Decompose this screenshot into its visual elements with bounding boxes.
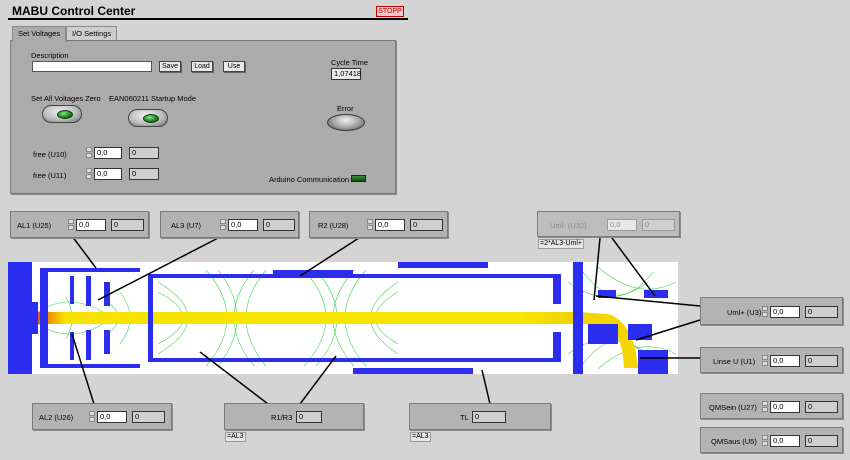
startup-led-icon — [143, 114, 159, 123]
al2-control-box: AL2 (U26) 0,0 0 — [32, 403, 172, 430]
load-button[interactable]: Load — [191, 61, 213, 72]
deflected-beam — [578, 312, 638, 368]
al1-control-box: AL1 (U25) 0,0 0 — [10, 211, 149, 238]
linse-input[interactable]: 0,0 — [770, 355, 800, 367]
tl-control-box: TL 0 — [409, 403, 551, 430]
al2-control: 0,0 0 — [88, 411, 168, 423]
spinner-icon[interactable] — [761, 306, 769, 318]
free-u10-readout: 0 — [129, 147, 159, 159]
description-input[interactable] — [32, 61, 152, 72]
uml-minus-control: 0,0 0 — [598, 219, 678, 231]
al1-control: 0,0 0 — [67, 219, 147, 231]
stop-button[interactable]: STOPP — [376, 6, 404, 17]
al2-input[interactable]: 0,0 — [97, 411, 127, 423]
linse-label: Linse U (U1) — [713, 357, 756, 366]
startup-toggle[interactable] — [128, 109, 168, 127]
r2-control-box: R2 (U28) 0,0 0 — [309, 211, 448, 238]
save-button[interactable]: Save — [159, 61, 181, 72]
spinner-icon[interactable] — [67, 219, 75, 231]
free-u10-input[interactable]: 0,0 — [94, 147, 122, 159]
tl-label: TL — [460, 413, 469, 422]
startup-label: EAN060211 Startup Mode — [109, 94, 197, 103]
spinner-icon[interactable] — [366, 219, 374, 231]
r2-input[interactable]: 0,0 — [375, 219, 405, 231]
r1r3-label: R1/R3 — [271, 413, 293, 422]
qmsein-label: QMSein (U27) — [709, 403, 757, 412]
r2-control: 0,0 0 — [366, 219, 446, 231]
al1-label: AL1 (U25) — [17, 221, 52, 230]
ion-beam — [8, 312, 578, 324]
uml-plus-readout: 0 — [805, 306, 838, 318]
r1r3-control-box: R1/R3 0 — [224, 403, 364, 430]
uml-minus-formula: =2*AL3-Uml+ — [538, 239, 585, 249]
qmsaus-input[interactable]: 0,0 — [770, 435, 800, 447]
al1-input[interactable]: 0,0 — [76, 219, 106, 231]
spinner-icon[interactable] — [88, 411, 96, 423]
qmsaus-label: QMSaus (U5) — [711, 437, 757, 446]
spinner-icon[interactable] — [761, 435, 769, 447]
zero-toggle[interactable] — [42, 105, 82, 123]
spinner-icon[interactable] — [85, 147, 93, 159]
zero-label: Set All Voltages Zero — [31, 94, 101, 103]
qmsein-control: 0,0 0 — [761, 401, 841, 413]
free-u10-control: 0,0 0 — [85, 147, 160, 159]
al3-control-box: AL3 (U7) 0,0 0 — [160, 211, 299, 238]
linse-control: 0,0 0 — [761, 355, 841, 367]
linse-control-box: Linse U (U1) 0,0 0 — [700, 347, 843, 373]
zero-led-icon — [57, 110, 73, 119]
cycle-time-label: Cycle Time — [331, 58, 369, 67]
qmsaus-readout: 0 — [805, 435, 838, 447]
tab-set-voltages[interactable]: Set Voltages — [12, 26, 67, 42]
al3-readout: 0 — [263, 219, 295, 231]
al3-label: AL3 (U7) — [171, 221, 202, 230]
uml-plus-label: Uml+ (U3) — [727, 308, 762, 317]
al3-control: 0,0 0 — [219, 219, 297, 231]
al2-label: AL2 (U26) — [39, 413, 74, 422]
spinner-icon[interactable] — [761, 355, 769, 367]
free-u11-control: 0,0 0 — [85, 168, 160, 180]
arduino-label: Arduino Communication — [269, 175, 350, 184]
free-u11-input[interactable]: 0,0 — [94, 168, 122, 180]
qmsein-readout: 0 — [805, 401, 838, 413]
uml-plus-control: 0,0 0 — [761, 306, 841, 318]
tab-io-settings[interactable]: I/O Settings — [66, 26, 118, 41]
spinner-icon[interactable] — [85, 168, 93, 180]
free-u11-label: free (U11) — [33, 171, 67, 180]
free-u10-label: free (U10) — [33, 150, 67, 159]
qmsein-control-box: QMSein (U27) 0,0 0 — [700, 393, 843, 419]
spinner-icon[interactable] — [761, 401, 769, 413]
field-simulation-view — [8, 262, 678, 374]
qmsaus-control: 0,0 0 — [761, 435, 841, 447]
qmsaus-control-box: QMSaus (U5) 0,0 0 — [700, 427, 843, 453]
uml-minus-readout: 0 — [642, 219, 675, 231]
uml-plus-input[interactable]: 0,0 — [770, 306, 800, 318]
error-led — [327, 114, 365, 131]
cycle-time-value: 1,07418 — [331, 68, 361, 80]
arduino-led — [351, 175, 366, 182]
qmsein-input[interactable]: 0,0 — [770, 401, 800, 413]
free-u11-readout: 0 — [129, 168, 159, 180]
use-button[interactable]: Use — [223, 61, 245, 72]
uml-minus-label: Uml- (U32) — [550, 221, 587, 230]
tl-formula: =AL3 — [410, 432, 431, 442]
al1-readout: 0 — [111, 219, 144, 231]
error-label: Error — [337, 104, 354, 113]
r1r3-formula: =AL3 — [225, 432, 246, 442]
r2-label: R2 (U28) — [318, 221, 349, 230]
al3-input[interactable]: 0,0 — [228, 219, 258, 231]
spinner-icon[interactable] — [219, 219, 227, 231]
set-voltages-panel: Description Save Load Use Cycle Time 1,0… — [10, 40, 396, 194]
al2-readout: 0 — [132, 411, 165, 423]
linse-readout: 0 — [805, 355, 838, 367]
title-divider — [8, 18, 408, 20]
uml-plus-control-box: Uml+ (U3) 0,0 0 — [700, 297, 843, 325]
description-label: Description — [31, 51, 69, 60]
r2-readout: 0 — [410, 219, 443, 231]
uml-minus-control-box: Uml- (U32) 0,0 0 — [537, 211, 680, 237]
app-title: MABU Control Center — [12, 4, 136, 18]
r1r3-readout: 0 — [296, 411, 322, 423]
tl-readout: 0 — [472, 411, 506, 423]
uml-minus-input: 0,0 — [607, 219, 637, 231]
